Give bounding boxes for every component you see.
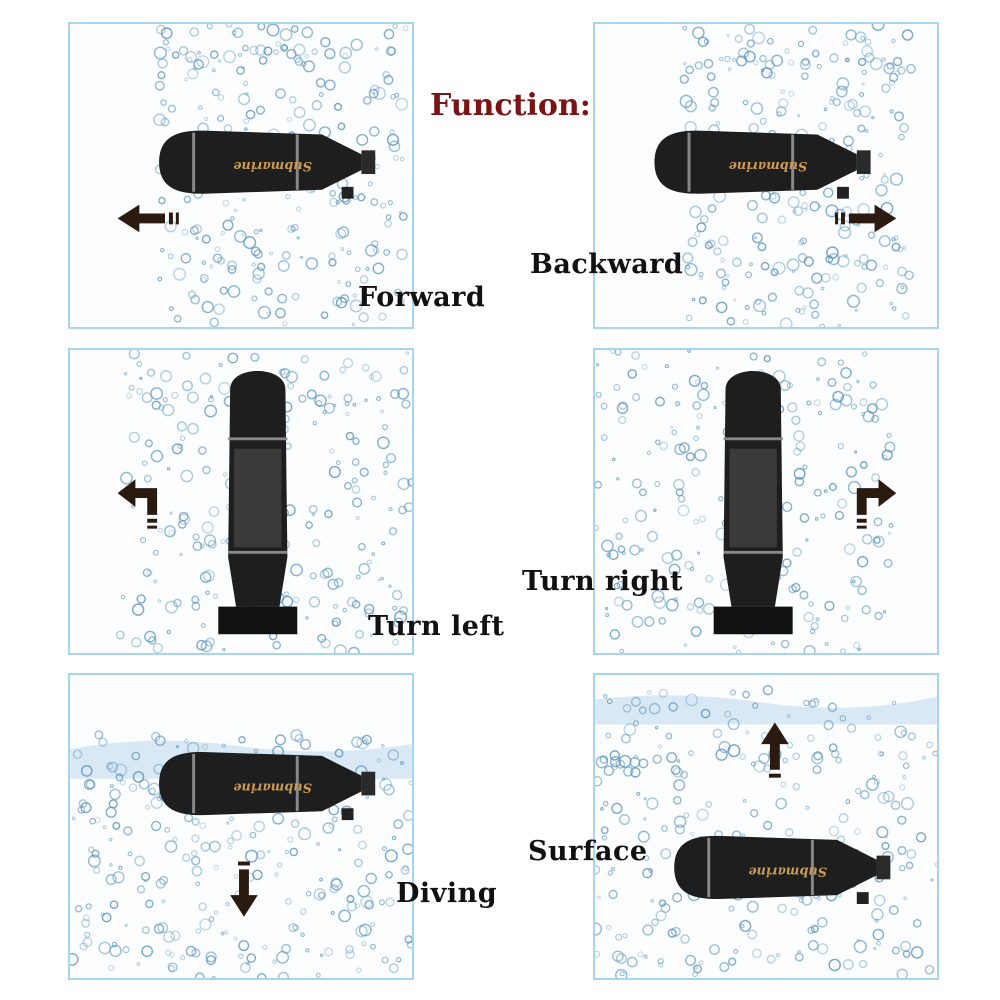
bubbles: [595, 350, 896, 653]
label-turn-left: Turn left: [368, 611, 505, 642]
panel-forward: Submarine: [68, 22, 414, 329]
label-turn-right: Turn right: [522, 566, 683, 597]
arrow-left-icon: [117, 204, 179, 233]
submarine: [218, 370, 298, 635]
bubbles: [595, 685, 937, 978]
submarine-brand-text: Submarine: [233, 158, 312, 173]
submarine: Submarine: [159, 130, 376, 199]
arrow-turn-right-icon: [856, 479, 897, 529]
label-surface: Surface: [528, 836, 648, 867]
arrow-down-icon: [230, 861, 258, 917]
arrow-right-icon: [835, 204, 897, 233]
label-diving: Diving: [396, 878, 498, 909]
submarine-brand-text: Submarine: [729, 158, 808, 173]
submarine: Submarine: [674, 835, 891, 904]
submarine-brand-text: Submarine: [233, 780, 312, 795]
label-forward: Forward: [358, 282, 486, 313]
panel-surface: Submarine: [593, 673, 939, 980]
submarine: Submarine: [159, 751, 376, 821]
panel-backward: Submarine: [593, 22, 939, 329]
panel-turn-right: [593, 348, 939, 655]
label-backward: Backward: [530, 249, 684, 280]
function-title: Function:: [430, 88, 591, 123]
panel-diving: Submarine: [68, 673, 414, 980]
panel-turn-left: [68, 348, 414, 655]
submarine: Submarine: [654, 130, 871, 199]
submarine-brand-text: Submarine: [748, 863, 827, 878]
arrow-up-icon: [761, 722, 789, 778]
arrow-turn-left-icon: [117, 479, 158, 529]
submarine: [713, 370, 793, 635]
